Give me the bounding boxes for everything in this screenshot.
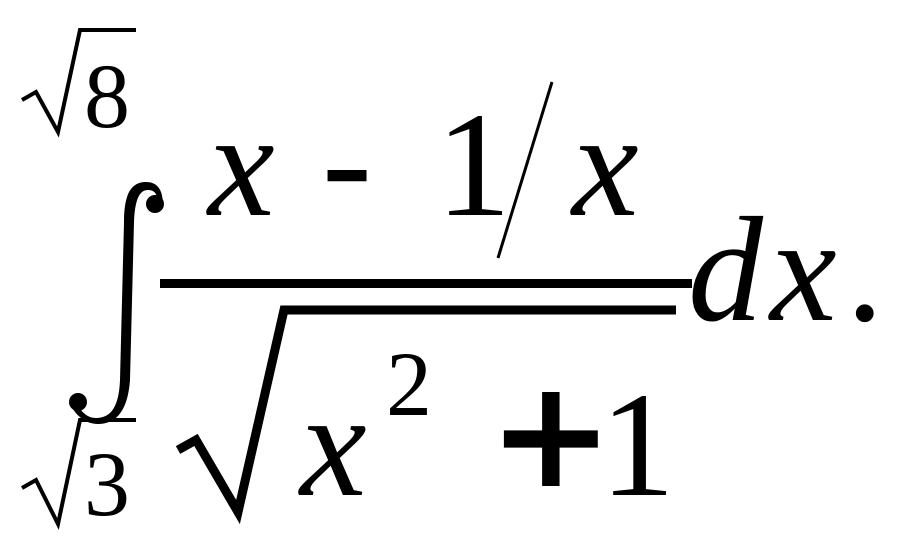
- lower-limit-radicand: 3: [84, 433, 130, 535]
- numerator-slash-denominator: x: [572, 82, 639, 248]
- differential-variable: x: [770, 187, 837, 353]
- upper-limit-radical-icon: [21, 28, 136, 138]
- denominator-plus-operator: +: [488, 348, 614, 522]
- denominator-constant: 1: [600, 362, 675, 528]
- trailing-period: .: [846, 187, 884, 353]
- numerator-slash-numerator: 1: [436, 82, 511, 248]
- fraction-bar: [160, 279, 692, 288]
- denominator-exponent: 2: [386, 333, 432, 435]
- upper-limit-radicand: 8: [84, 45, 130, 147]
- denominator-base-x: x: [300, 362, 367, 528]
- numerator-term-x: x: [208, 82, 275, 248]
- numerator-minus-operator: -: [322, 78, 372, 244]
- differential-d: d: [688, 187, 763, 353]
- integral-sign-icon: [69, 182, 164, 424]
- denominator-radical-icon: [175, 305, 676, 525]
- fraction-slash-icon: [496, 81, 554, 259]
